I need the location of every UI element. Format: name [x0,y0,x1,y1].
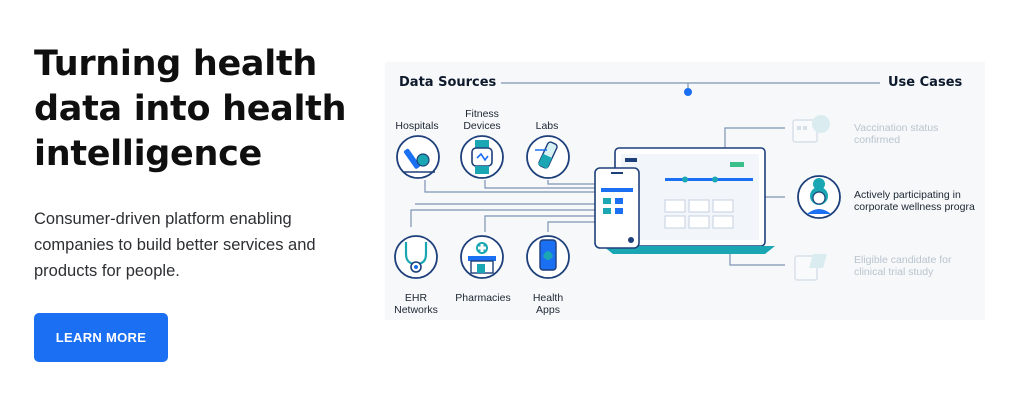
labs-icon [526,135,570,179]
page-title: Turning health data into health intellig… [34,44,347,174]
use-cases-heading: Use Cases [888,75,963,90]
dashboard-mockup [594,147,775,254]
use-case-wellness: Actively participating in corporate well… [854,189,975,213]
pharmacies-icon [460,235,504,279]
page-subtitle: Consumer-driven platform enabling compan… [34,210,316,280]
clinical-trial-icon [794,254,827,281]
data-flow-illustration: Data Sources Use Cases [385,62,985,322]
vaccination-icon [792,115,830,143]
use-case-clinical-trial: Eligible candidate for clinical trial st… [854,254,952,278]
source-label-health-apps: Health Apps [532,292,564,316]
use-case-vaccination: Vaccination status confirmed [854,122,939,146]
source-label-ehr-networks: EHR Networks [394,292,438,316]
learn-more-button[interactable]: LEARN MORE [34,313,168,362]
hospitals-icon [396,135,440,179]
source-label-hospitals: Hospitals [395,120,439,132]
ehr-networks-icon [394,235,438,279]
data-sources-heading: Data Sources [399,75,497,90]
wellness-participant-icon [797,175,841,219]
health-apps-icon [526,235,570,279]
fitness-devices-icon [460,135,504,179]
source-label-fitness-devices: Fitness Devices [463,108,501,132]
source-label-labs: Labs [535,120,559,132]
source-label-pharmacies: Pharmacies [455,292,511,304]
